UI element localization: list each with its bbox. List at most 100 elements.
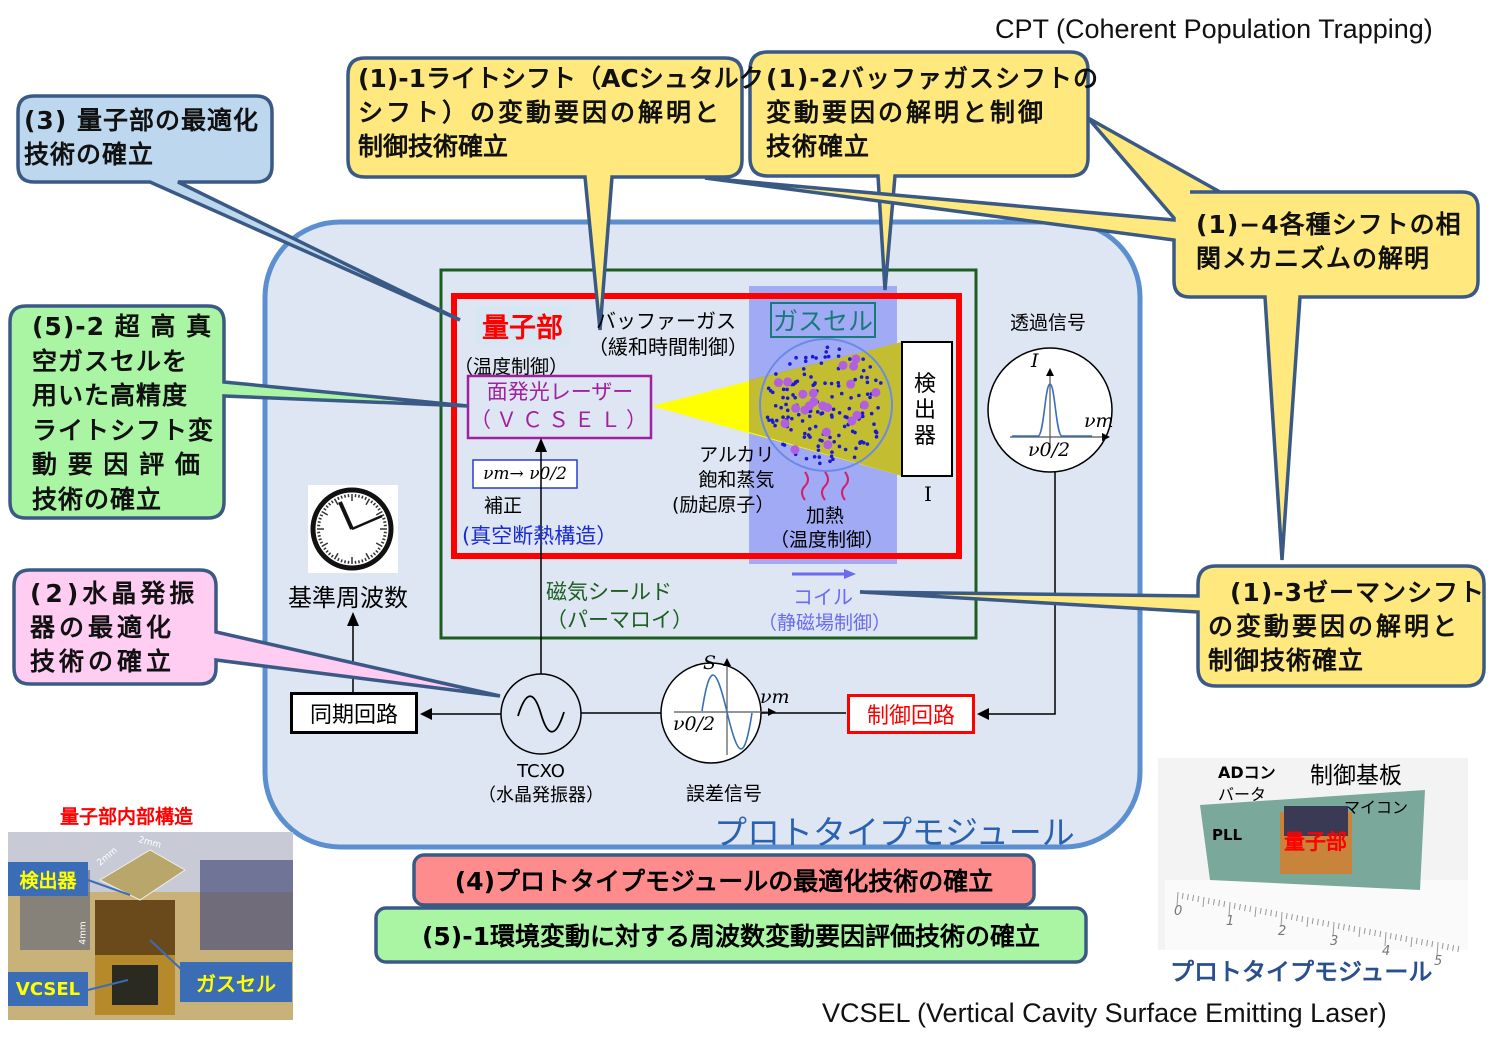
ruler-tick — [1426, 939, 1429, 947]
ruler-tick — [1436, 941, 1439, 957]
photo-vcsel-label: VCSEL — [15, 978, 81, 1000]
callout-1-4: (1)−4各種シフトの相 関メカニズムの解明 — [1196, 210, 1462, 273]
correction-formula: νm→ ν0/2 — [483, 464, 567, 484]
excited-atom — [783, 377, 793, 387]
atom-dot — [842, 424, 847, 429]
atom-dot — [854, 446, 858, 451]
atom-dot — [868, 365, 873, 369]
clock-tick — [364, 557, 367, 562]
atom-dot — [814, 356, 818, 360]
atom-dot — [775, 418, 779, 423]
atom-dot — [830, 450, 834, 454]
atom-dot — [781, 395, 785, 400]
clock-tick — [361, 559, 364, 563]
clock-tick — [372, 552, 376, 556]
excited-atom — [790, 445, 800, 455]
ruler-tick — [1431, 940, 1434, 948]
callout-1-1-shape — [346, 56, 744, 331]
atom-dot — [839, 391, 844, 396]
clock-tick — [325, 549, 329, 553]
ruler-tick — [1264, 908, 1267, 916]
atom-dot — [831, 407, 836, 412]
atom-dot — [767, 418, 771, 423]
callout-2-shape — [12, 568, 501, 698]
ruler-tick — [1212, 898, 1215, 906]
atom-dot — [782, 443, 787, 447]
reference-frequency-label: 基準周波数 — [288, 584, 408, 612]
atom-dot — [879, 381, 883, 385]
ruler-tick — [1368, 928, 1371, 936]
clock-tick — [323, 507, 327, 511]
excited-atom — [822, 403, 832, 413]
atom-dot — [784, 402, 788, 407]
atom-dot — [852, 455, 857, 460]
atom-dot — [850, 429, 855, 434]
ruler-tick — [1384, 931, 1387, 947]
excited-atom — [773, 378, 783, 388]
atom-dot — [826, 354, 831, 359]
ruler-tick — [1452, 944, 1455, 952]
atom-dot — [837, 347, 842, 351]
callout-5-2-shape — [8, 304, 469, 520]
vcsel-box — [466, 374, 653, 440]
atom-dot — [825, 345, 830, 350]
atom-dot — [781, 415, 785, 419]
clock-tick — [317, 520, 321, 524]
clock-tick — [325, 505, 329, 509]
clock-tick — [318, 517, 322, 520]
atom-dot — [843, 414, 848, 419]
sync-circuit: 同期回路 — [290, 692, 418, 734]
ruler-tick — [1389, 932, 1392, 940]
ruler-tick — [1348, 924, 1351, 932]
atom-dot — [837, 433, 841, 438]
atom-dot — [861, 368, 866, 373]
ruler-tick — [1301, 915, 1304, 923]
atom-dot — [794, 355, 798, 360]
error-signal-label: 誤差信号 — [686, 783, 763, 805]
clock-tick — [365, 552, 371, 560]
tcxo-label: TCXO （水晶発振器） — [478, 761, 604, 806]
ruler-tick — [1374, 929, 1377, 937]
excited-atom — [871, 387, 881, 397]
ruler-tick-label: 0 — [1174, 904, 1183, 919]
ruler-tick — [1400, 934, 1403, 942]
error-axis-y: S — [703, 652, 717, 674]
heating-label: 加熱 （温度制御） — [770, 505, 885, 551]
ruler-tick — [1342, 923, 1345, 931]
clock-tick — [357, 494, 361, 498]
callout-5-1: (5)-1環境変動に対する周波数変動要因評価技術の確立 — [421, 922, 1041, 951]
clock-tick — [357, 560, 361, 564]
atom-dot — [837, 411, 842, 415]
ruler-tick — [1379, 930, 1382, 938]
atom-dot — [768, 389, 773, 393]
clock-tick — [361, 495, 364, 499]
atom-dot — [858, 440, 862, 445]
atom-dot — [809, 375, 813, 379]
ruler-tick — [1275, 910, 1278, 918]
callout-1-2-shape — [748, 50, 1090, 291]
mcu-label: マイコン — [1344, 798, 1409, 817]
atom-dot — [836, 381, 841, 385]
ruler-tick — [1218, 899, 1221, 907]
clock-tick — [382, 538, 386, 541]
atom-dot — [793, 395, 797, 400]
ruler-tick — [1244, 904, 1247, 912]
excited-atom — [849, 361, 859, 371]
atom-dot — [785, 396, 790, 400]
ruler-tick — [1238, 903, 1241, 911]
pll-label: PLL — [1212, 826, 1243, 844]
excited-atom — [821, 427, 831, 437]
ruler-tick — [1197, 895, 1200, 903]
ruler-tick — [1233, 902, 1236, 910]
atom-dot — [861, 357, 865, 361]
temperature-control-label: （温度制御） — [454, 356, 569, 378]
atom-dot — [771, 420, 775, 425]
clock-tick — [337, 496, 340, 501]
correction-box — [472, 459, 578, 489]
callout-4: (4)プロトタイプモジュールの最適化技術の確立 — [454, 867, 994, 896]
atom-dot — [815, 410, 820, 414]
atom-dot — [807, 427, 812, 431]
callout-1-3: (1)-3ゼーマンシフト の変動要因の解明と 制御技術確立 — [1208, 578, 1486, 675]
gas-cell-label: ガスセル — [770, 302, 876, 338]
atom-dot — [832, 439, 836, 444]
